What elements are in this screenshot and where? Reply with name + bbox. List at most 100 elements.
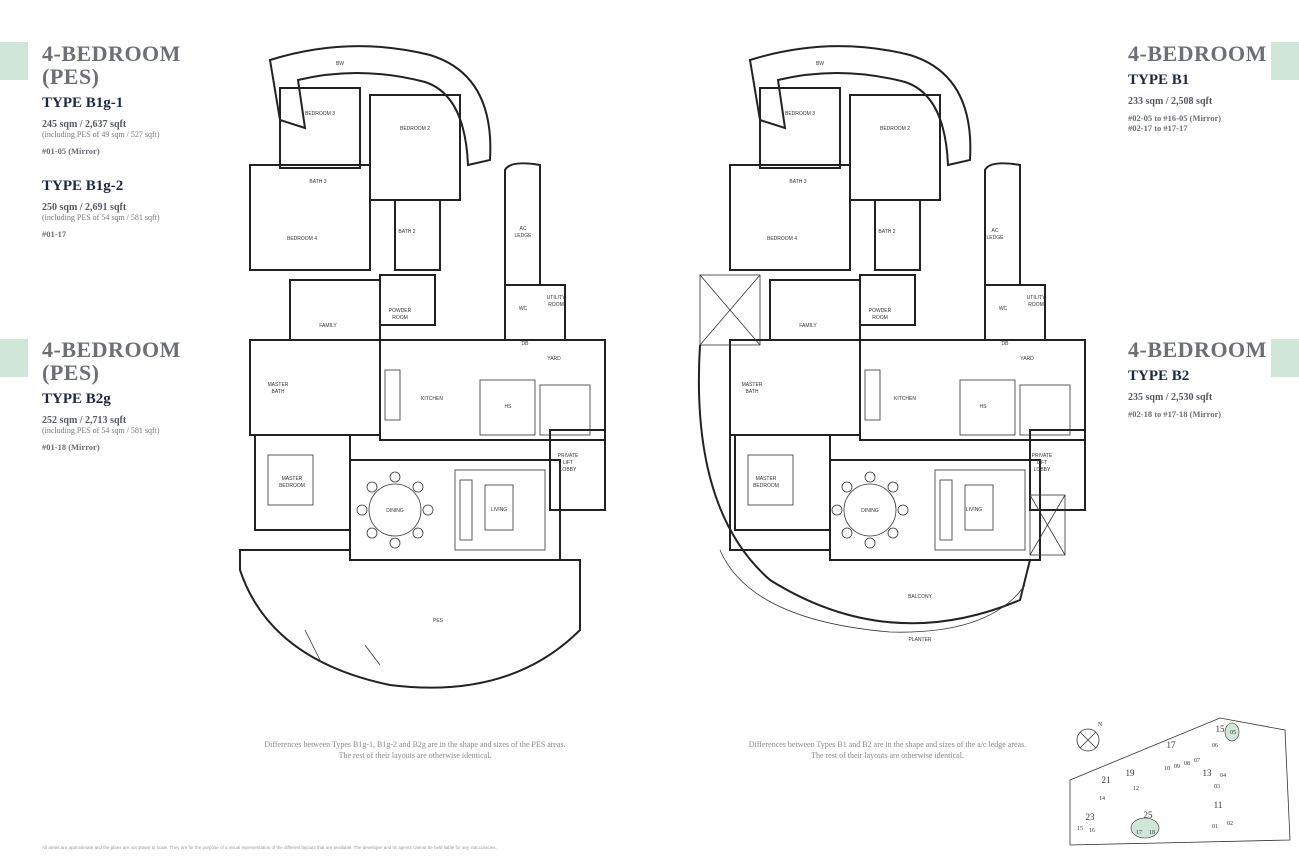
accent-tab-right-mid [1271,339,1299,377]
right-difference-note: Differences between Types B1 and B2 are … [700,739,1075,761]
label-hs-b: HS [980,404,988,410]
label-bedroom-4-b: BEDROOM 4 [767,236,797,242]
heading-4-bedroom-pes-2: 4-BEDROOM (PES) [42,337,181,385]
type-b1g-1-area: 245 sqm / 2,637 sqft [42,119,127,130]
type-b1g-2-units: #01-17 [42,229,67,239]
label-bw-b: BW [816,61,824,67]
site-label-25: 25 [1144,810,1154,820]
label-bedroom-2-b: BEDROOM 2 [880,126,910,132]
label-bath-3: BATH 3 [309,179,326,185]
accent-tab-left-mid [0,339,28,377]
label-room-2: ROOM [548,302,564,308]
compass-north-label: N [1098,722,1103,728]
type-b1-units-2: #02-17 to #17-17 [1128,123,1188,133]
heading-4-bedroom-pes: 4-BEDROOM (PES) [42,41,181,89]
site-label-19: 19 [1126,768,1136,778]
heading-4-bedroom: 4-BEDROOM [1128,41,1267,66]
site-label-06: 06 [1212,743,1218,749]
label-master-b: MASTER [742,382,763,388]
site-label-16: 16 [1089,828,1095,834]
site-label-23: 23 [1086,812,1096,822]
label-bedroom-b: BEDROOM [753,483,779,489]
label-wc: WC [519,306,528,312]
right-note-line-1: Differences between Types B1 and B2 are … [748,740,1027,749]
accent-tab-right-top [1271,42,1299,80]
label-planter: PLANTER [908,637,931,643]
label-powder-b: POWDER [869,308,892,314]
floor-plan-pes: BEDROOM 3 BEDROOM 2 BEDROOM 4 BATH 3 BAT… [239,45,606,689]
site-label-10: 10 [1164,766,1170,772]
label-private-b: PRIVATE [1032,453,1053,459]
site-label-02: 02 [1227,821,1233,827]
floor-plan-balcony: BEDROOM 3 BEDROOM 2 BEDROOM 4 BATH 3 BAT… [697,45,1086,643]
type-b1g-2-pes: (including PES of 54 sqm / 581 sqft) [42,213,160,222]
label-wc-b: WC [999,306,1008,312]
site-key-plan: N 15 05 06 17 10 09 08 07 19 13 04 03 21… [1069,717,1291,846]
site-label-04: 04 [1220,773,1226,779]
left-group-1: 4-BEDROOM (PES) TYPE B1g-1 245 sqm / 2,6… [42,42,217,239]
right-group-2: 4-BEDROOM TYPE B2 235 sqm / 2,530 sqft #… [1128,338,1268,419]
type-b1g-1-title: TYPE B1g-1 [42,95,124,111]
site-label-17b: 17 [1136,830,1142,836]
label-utility: UTILITY [547,295,566,301]
label-bath-2-b: BATH 2 [878,229,895,235]
label-yard: YARD [547,356,561,362]
site-label-15b: 15 [1077,826,1083,832]
site-label-07: 07 [1194,758,1200,764]
label-hs: HS [505,404,513,410]
left-note-line-2: The rest of their layouts are otherwise … [338,751,492,760]
type-b2g-pes: (including PES of 54 sqm / 581 sqft) [42,426,160,435]
type-b2-area: 235 sqm / 2,530 sqft [1128,392,1213,403]
label-bath-2: BATH 2 [398,229,415,235]
label-lobby-b: LOBBY [1034,467,1051,473]
type-b2g-title: TYPE B2g [42,391,111,407]
label-living: LIVING [491,507,508,513]
site-label-09: 09 [1174,764,1180,770]
compass-icon: N [1076,722,1103,752]
left-difference-note: Differences between Types B1g-1, B1g-2 a… [215,739,615,761]
type-b2-units-1: #02-18 to #17-18 (Mirror) [1128,409,1222,419]
label-db: DB [522,341,530,347]
type-b1-title: TYPE B1 [1128,72,1190,88]
type-b1g-2-title: TYPE B1g-2 [42,178,124,194]
label-lobby: LOBBY [560,467,577,473]
left-note-line-1: Differences between Types B1g-1, B1g-2 a… [264,740,566,749]
site-label-11: 11 [1214,800,1223,810]
label-private: PRIVATE [558,453,579,459]
label-bath-b: BATH [746,389,759,395]
label-living-b: LIVING [966,507,983,513]
label-db-b: DB [1002,341,1010,347]
label-bw: BW [336,61,344,67]
label-bath-3-b: BATH 3 [789,179,806,185]
label-family-b: FAMILY [799,323,817,329]
label-ledge-b: LEDGE [987,235,1005,241]
label-family: FAMILY [319,323,337,329]
label-room: ROOM [392,315,408,321]
label-kitchen: KITCHEN [421,396,443,402]
label-pes: PES [433,618,444,624]
type-b2g-units: #01-18 (Mirror) [42,442,100,452]
right-group-1: 4-BEDROOM TYPE B1 233 sqm / 2,508 sqft #… [1128,42,1268,133]
label-ac: AC [520,226,527,232]
type-b2g-area: 252 sqm / 2,713 sqft [42,415,127,426]
type-b1g-1-units: #01-05 (Mirror) [42,146,100,156]
heading-4-bedroom-2: 4-BEDROOM [1128,337,1267,362]
label-yard-b: YARD [1020,356,1034,362]
label-dining-b: DINING [861,508,879,514]
site-label-08: 08 [1184,761,1190,767]
type-b1g-2-area: 250 sqm / 2,691 sqft [42,202,127,213]
left-group-2: 4-BEDROOM (PES) TYPE B2g 252 sqm / 2,713… [42,338,217,452]
label-utility-b: UTILITY [1027,295,1046,301]
site-label-21: 21 [1102,775,1111,785]
label-bedroom: BEDROOM [279,483,305,489]
type-b1g-1-pes: (including PES of 49 sqm / 527 sqft) [42,130,160,139]
label-dining: DINING [386,508,404,514]
site-label-15: 15 [1216,724,1226,734]
site-label-05: 05 [1230,730,1236,736]
label-master-c: MASTER [756,476,777,482]
accent-tab-left-top [0,42,28,80]
label-bedroom-3: BEDROOM 3 [305,111,335,117]
type-b1-units-1: #02-05 to #16-05 (Mirror) [1128,113,1222,123]
label-balcony: BALCONY [908,594,933,600]
label-room-c: ROOM [1028,302,1044,308]
